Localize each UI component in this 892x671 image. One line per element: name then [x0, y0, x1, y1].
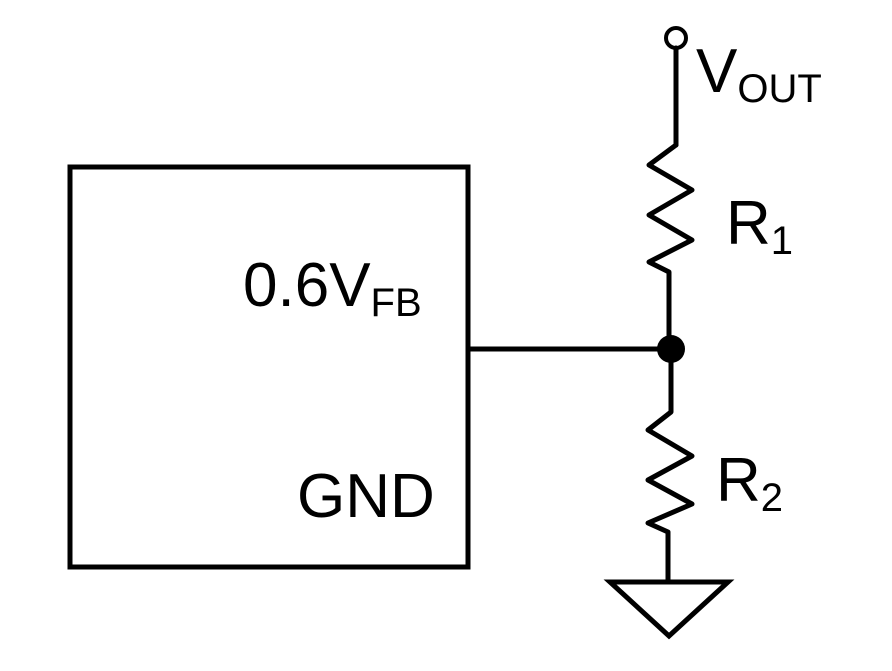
fb-pin-main: 0.6V — [243, 251, 371, 320]
r2-main: R — [716, 446, 761, 515]
ground-symbol — [603, 579, 735, 640]
r1-main: R — [726, 189, 771, 258]
fb-pin-label: 0.6VFB — [243, 251, 422, 325]
vout-label: VOUT — [696, 37, 822, 111]
r1-label: R1 — [726, 189, 793, 263]
vout-terminal — [664, 26, 688, 50]
r2-sub: 2 — [761, 476, 783, 520]
r1-resistor — [646, 142, 695, 352]
vout-main: V — [696, 37, 738, 106]
gnd-pin-label: GND — [297, 462, 435, 531]
r2-label: R2 — [716, 446, 783, 520]
fb-pin-sub: FB — [371, 281, 422, 325]
ic-block — [67, 164, 471, 570]
vout-sub: OUT — [737, 67, 821, 111]
r2-resistor — [645, 346, 695, 583]
r1-sub: 1 — [771, 219, 793, 263]
